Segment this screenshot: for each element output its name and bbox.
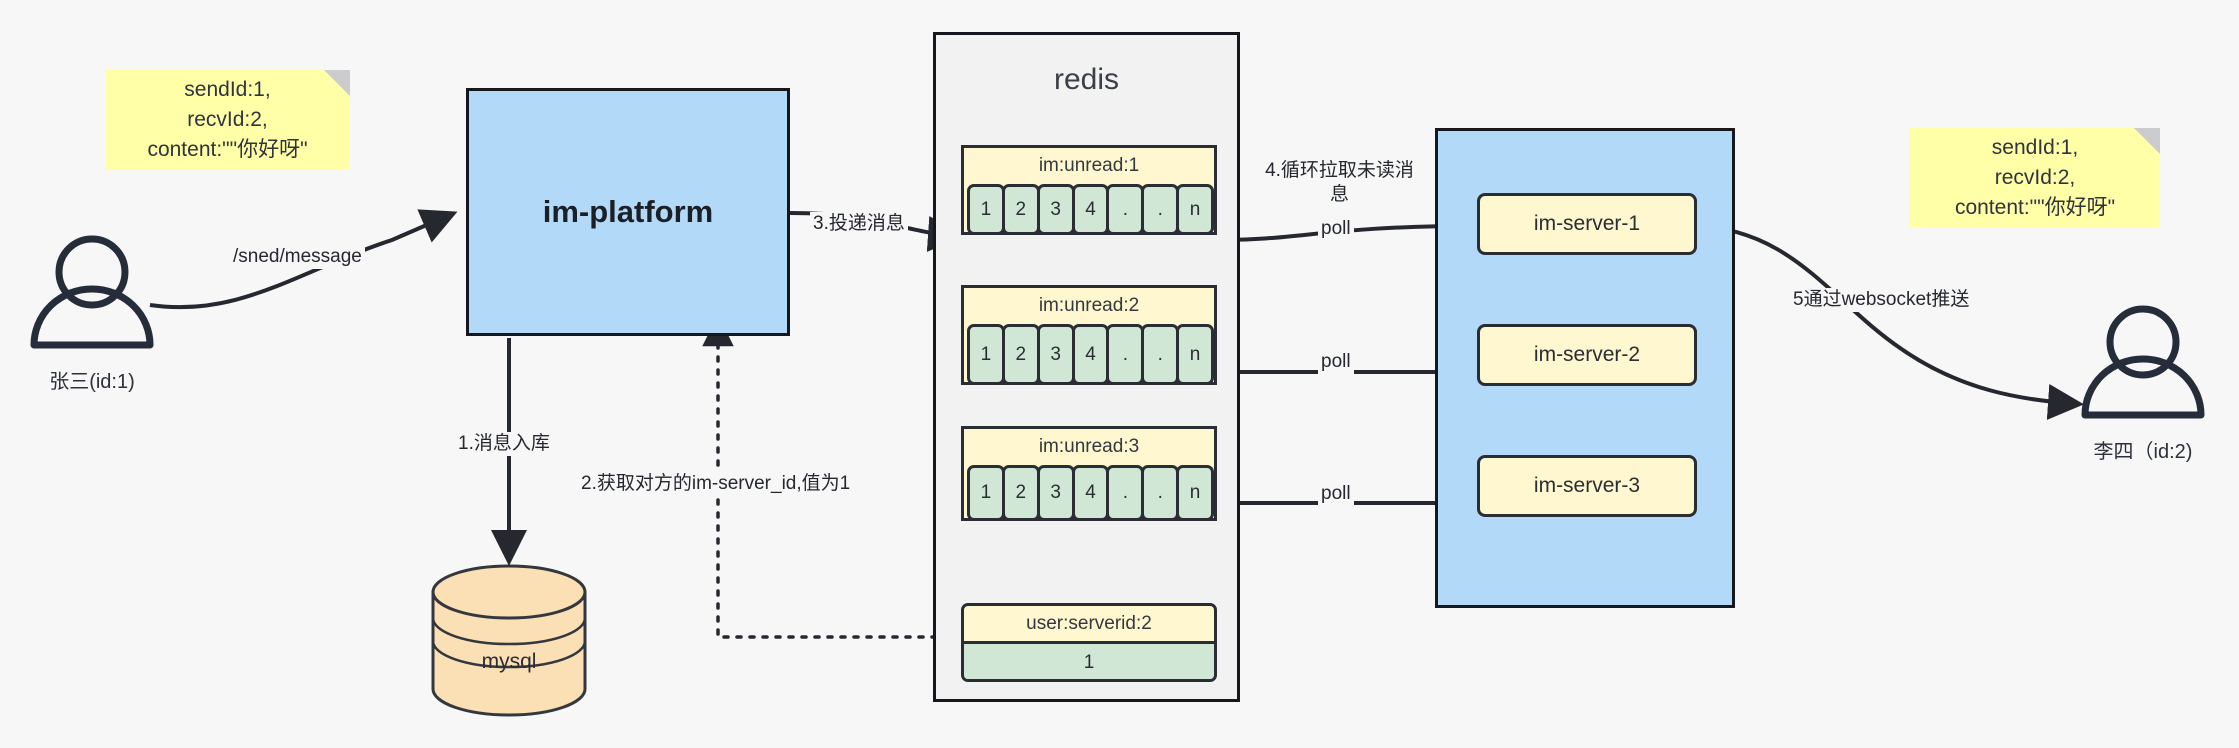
edge-label-step1: 1.消息入库 <box>455 432 553 456</box>
receiver-label: 李四（id:2) <box>2093 441 2193 463</box>
queue-cell[interactable]: n <box>1176 465 1215 521</box>
queue-cell[interactable]: . <box>1106 324 1145 385</box>
im-server-label: im-server-3 <box>1533 474 1641 497</box>
edge-label-poll-2: poll <box>1318 350 1354 374</box>
edge-step2 <box>702 314 964 639</box>
queue-cell[interactable]: 2 <box>1001 184 1040 235</box>
im-platform-label: im-platform <box>542 194 714 229</box>
queue-cell[interactable]: n <box>1176 184 1215 235</box>
queue-cell[interactable]: 3 <box>1036 324 1075 385</box>
queue-cell[interactable]: 1 <box>967 184 1005 235</box>
edge-step5 <box>1689 224 2084 420</box>
queue-cell[interactable]: 4 <box>1071 465 1110 521</box>
queue-cell[interactable]: n <box>1176 324 1215 385</box>
redis-queue-cells-1: 1 2 3 4 . . n <box>967 324 1215 385</box>
queue-cell[interactable]: 4 <box>1071 184 1110 235</box>
redis-queue-key-2: im:unread:3 <box>964 429 1214 465</box>
redis-kv-key: user:serverid:2 <box>964 606 1214 644</box>
note-right-text: sendId:1, recvId:2, content:""你好呀" <box>1954 136 2116 219</box>
queue-cell[interactable]: 1 <box>967 465 1005 521</box>
queue-cell[interactable]: 3 <box>1036 465 1075 521</box>
im-server-container: im-server-1 im-server-2 im-server-3 <box>1435 128 1735 608</box>
im-platform-box[interactable]: im-platform <box>466 88 790 336</box>
queue-cell[interactable]: 3 <box>1036 184 1075 235</box>
edge-send-message <box>149 209 458 310</box>
im-server-node-2[interactable]: im-server-3 <box>1477 455 1697 517</box>
im-server-label: im-server-2 <box>1533 343 1641 366</box>
queue-cell[interactable]: 1 <box>967 324 1005 385</box>
edge-label-step2: 2.获取对方的im-server_id,值为1 <box>578 472 854 496</box>
edge-label-step4: 4.循环拉取未读消息 <box>1255 159 1424 207</box>
note-left-text: sendId:1, recvId:2, content:""你好呀" <box>147 78 308 161</box>
sender-user-icon <box>30 235 154 349</box>
mysql-label: mysql <box>481 650 537 673</box>
redis-queue-block-1[interactable]: im:unread:2 1 2 3 4 . . n <box>961 285 1217 385</box>
redis-queue-key-1: im:unread:2 <box>964 288 1214 324</box>
redis-container: redis im:unread:1 1 2 3 4 . . n im:unrea… <box>933 32 1240 702</box>
redis-queue-cells-2: 1 2 3 4 . . n <box>967 465 1215 521</box>
redis-kv-block[interactable]: user:serverid:2 1 <box>961 603 1217 682</box>
edge-label-step5: 5通过websocket推送 <box>1790 288 1973 312</box>
redis-queue-key-0: im:unread:1 <box>964 148 1214 184</box>
note-right: sendId:1, recvId:2, content:""你好呀" <box>1910 128 2160 228</box>
note-left: sendId:1, recvId:2, content:""你好呀" <box>105 70 350 170</box>
mysql-database-icon <box>431 564 587 717</box>
redis-queue-cells-0: 1 2 3 4 . . n <box>967 184 1215 235</box>
note-fold-icon <box>324 70 350 96</box>
queue-cell[interactable]: . <box>1106 184 1145 235</box>
edge-label-step3: 3.投递消息 <box>810 212 908 236</box>
im-server-label: im-server-1 <box>1533 212 1641 235</box>
edge-label-poll-1: poll <box>1318 217 1354 241</box>
edge-label-poll-3: poll <box>1318 482 1354 506</box>
edge-label-send-message: /sned/message <box>230 245 365 269</box>
queue-cell[interactable]: 2 <box>1001 465 1040 521</box>
redis-queue-block-2[interactable]: im:unread:3 1 2 3 4 . . n <box>961 426 1217 521</box>
queue-cell[interactable]: . <box>1141 465 1180 521</box>
queue-cell[interactable]: . <box>1106 465 1145 521</box>
receiver-user-icon <box>2081 305 2205 419</box>
queue-cell[interactable]: . <box>1141 324 1180 385</box>
redis-queue-block-0[interactable]: im:unread:1 1 2 3 4 . . n <box>961 145 1217 235</box>
queue-cell[interactable]: 4 <box>1071 324 1110 385</box>
redis-title: redis <box>1053 63 1120 96</box>
sender-label: 张三(id:1) <box>49 371 135 393</box>
queue-cell[interactable]: 2 <box>1001 324 1040 385</box>
queue-cell[interactable]: . <box>1141 184 1180 235</box>
redis-kv-value: 1 <box>964 644 1214 679</box>
note-fold-icon <box>2134 128 2160 154</box>
im-server-node-0[interactable]: im-server-1 <box>1477 193 1697 255</box>
im-server-node-1[interactable]: im-server-2 <box>1477 324 1697 386</box>
